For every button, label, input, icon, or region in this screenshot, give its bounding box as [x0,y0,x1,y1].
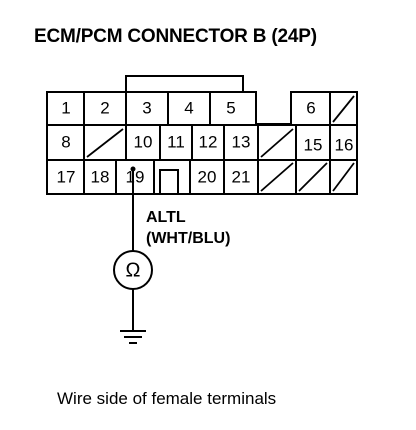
ohm-symbol: Ω [126,259,141,281]
terminal-number: 15 [304,135,323,154]
terminal-number: 13 [232,132,251,151]
ground-icon [120,330,146,344]
terminal-number: 4 [184,98,193,117]
terminal-number-19: 19 [126,167,145,186]
diagram-caption: Wire side of female terminals [57,389,277,408]
terminal-number: 20 [198,167,217,186]
connector-outline [46,91,358,195]
connector-b-24p: 1 2 3 4 5 6 8 10 11 12 13 15 16 17 18 19… [46,75,358,195]
probe-contact-dot [130,166,136,172]
wire-name-label: ALTL [146,209,186,226]
terminal-number: 21 [232,167,251,186]
unused-cavity-slash [332,95,355,123]
ohmmeter-icon: Ω [113,250,153,290]
unused-cavity-slash [86,128,124,158]
wire-color-label: (WHT/BLU) [146,230,230,247]
terminal-number: 6 [306,98,315,117]
connector-key-notch [159,169,179,194]
unused-cavity-slash [260,162,294,192]
terminal-number: 12 [199,132,218,151]
terminal-number: 18 [91,167,110,186]
terminal-number: 2 [100,98,109,117]
diagram-title: ECM/PCM CONNECTOR B (24P) [34,26,317,47]
terminal-number: 8 [61,132,70,151]
terminal-number: 3 [142,98,151,117]
terminal-number: 16 [335,135,354,154]
connector-lock-tab [125,75,244,92]
unused-cavity-slash [260,128,294,158]
terminal-number: 10 [134,132,153,151]
unused-cavity-slash [298,162,328,192]
terminal-number: 17 [57,167,76,186]
terminal-number: 5 [226,98,235,117]
terminal-number: 11 [167,132,185,151]
unused-cavity-slash [332,162,355,192]
terminal-number: 1 [61,98,70,117]
